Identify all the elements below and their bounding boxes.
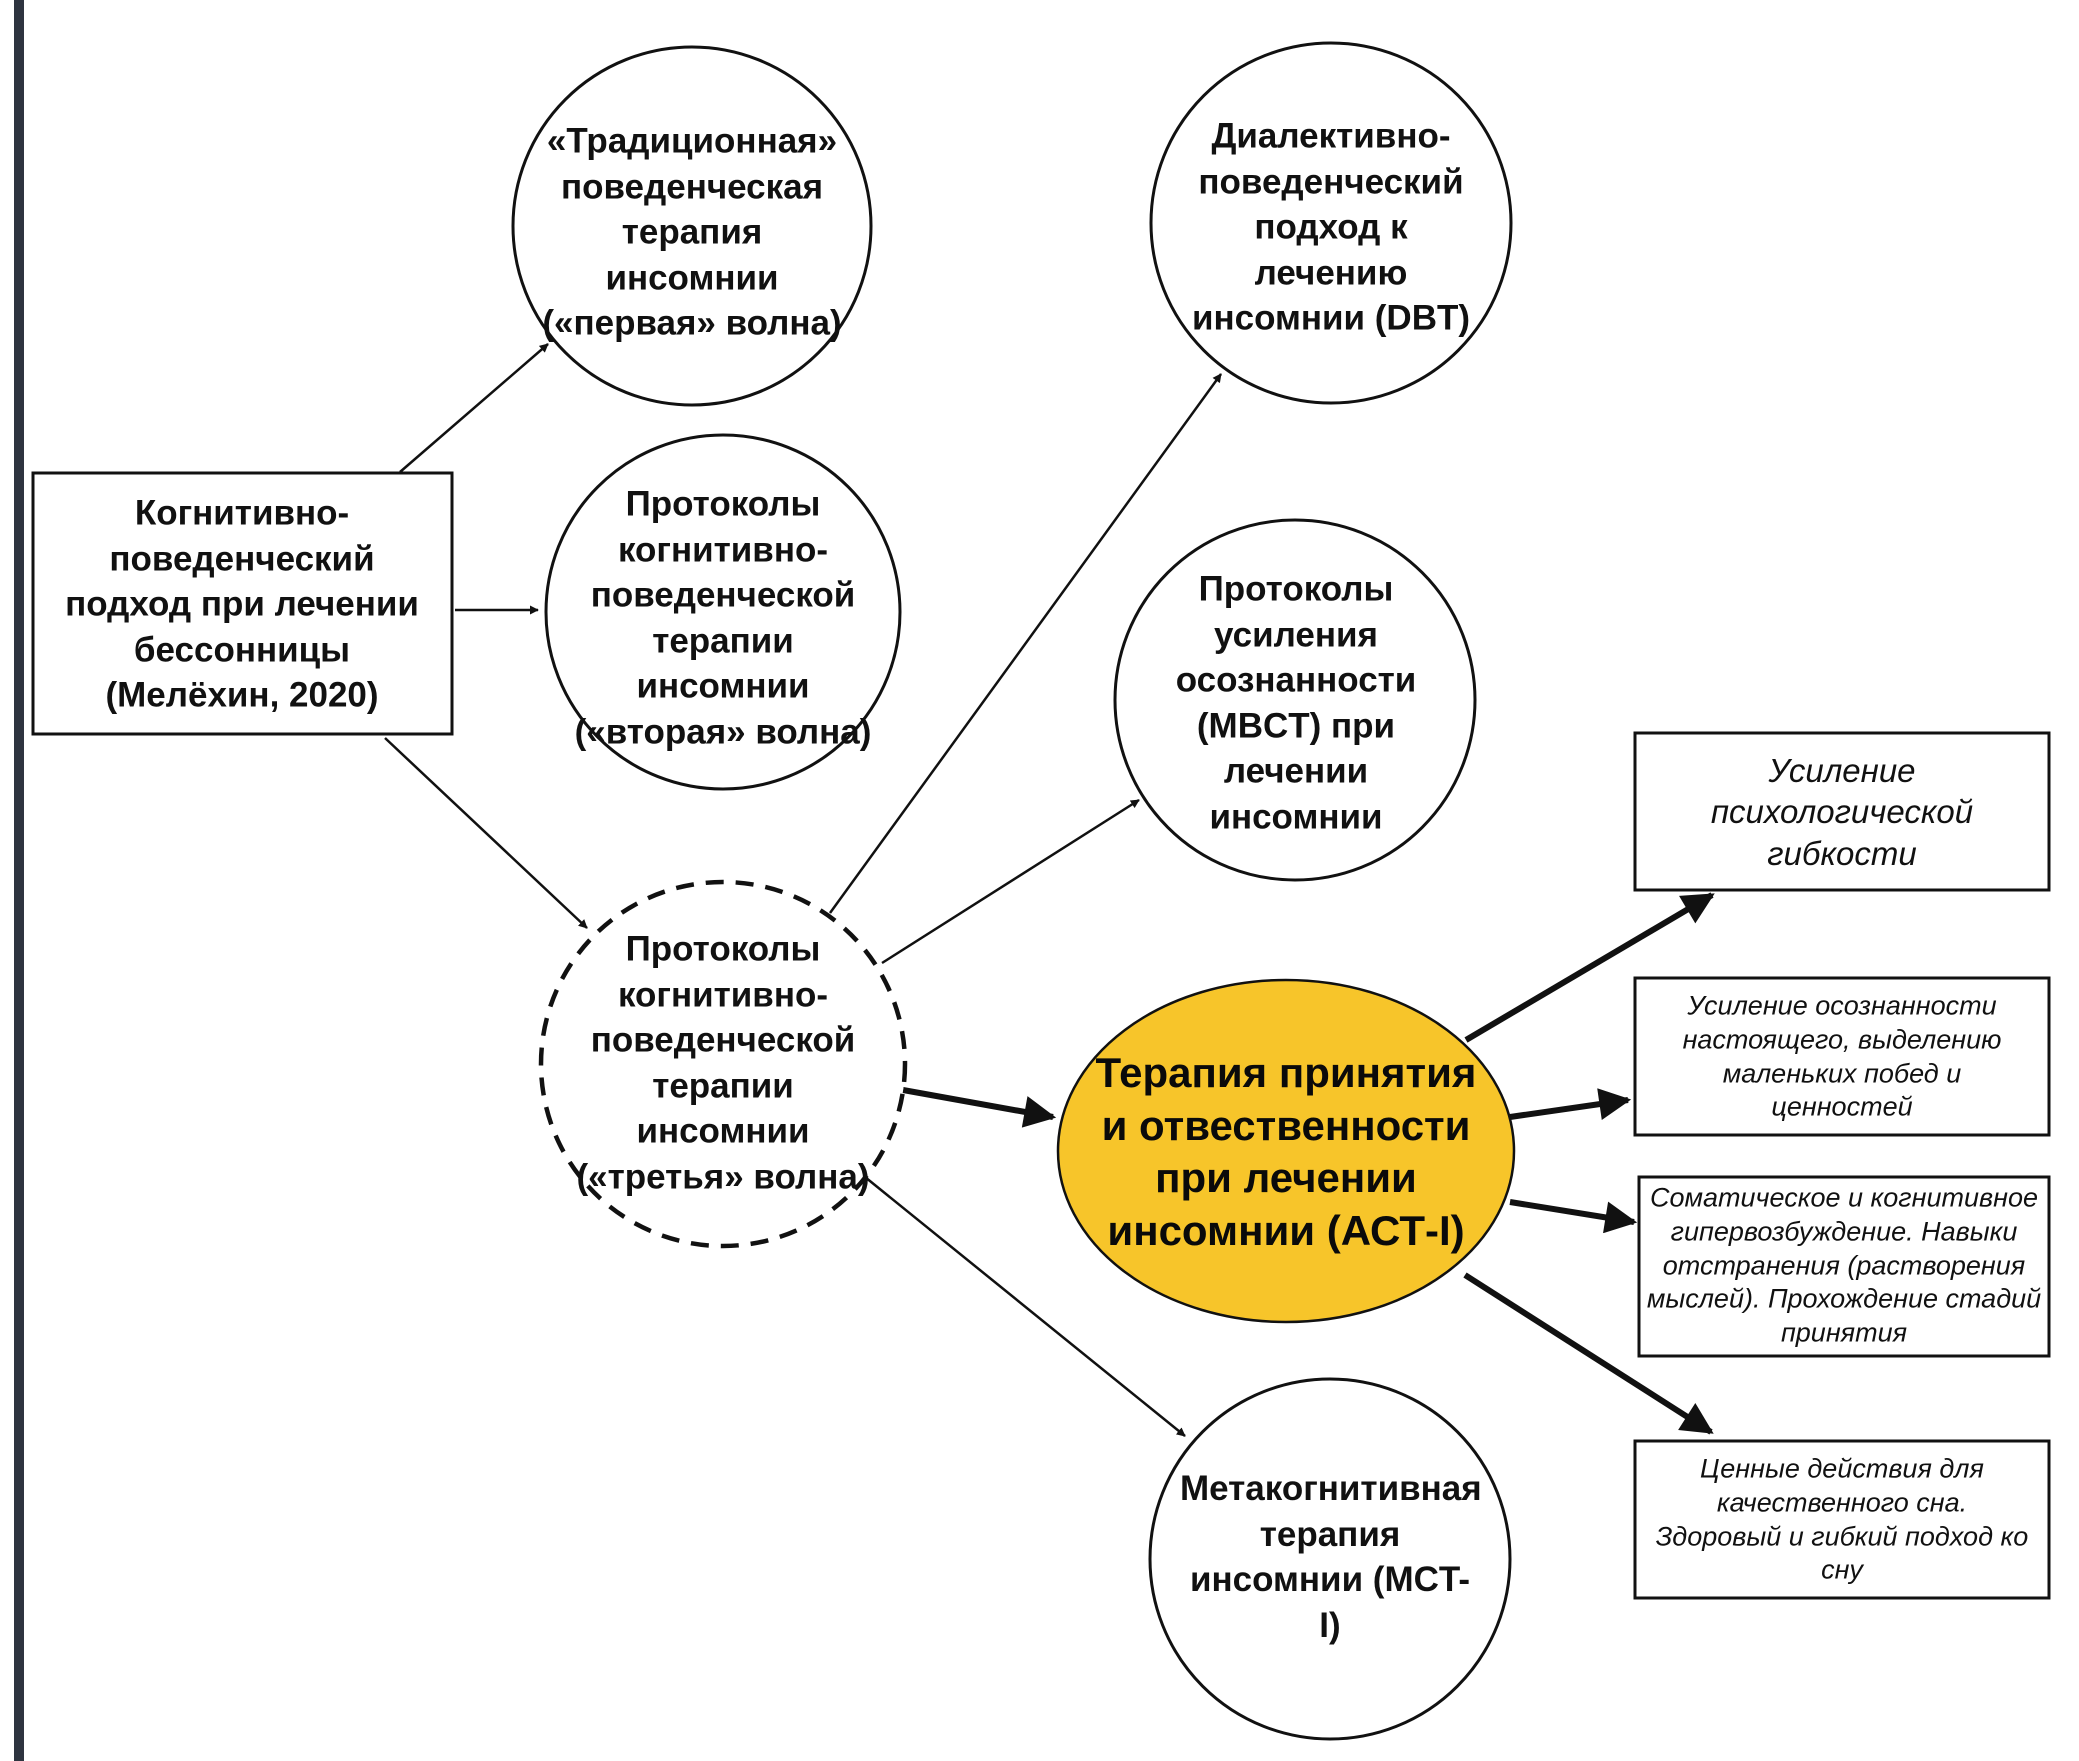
out-flexibility-box	[1633, 731, 2051, 892]
out-arousal-box	[1637, 1175, 2051, 1358]
act-ellipse	[1056, 978, 1516, 1324]
root-label: Когнитивно-поведенческий подход при лече…	[65, 493, 419, 715]
mbct-label: Протоколы усиления осознанности (MBCT) п…	[1175, 569, 1417, 837]
out-mindfulness-label: Усиление осознанности настоящего, выделе…	[1682, 990, 2002, 1122]
arrow-root-to-third-wave	[384, 737, 588, 929]
second-wave-label: Протоколы когнитивно-поведенческой терап…	[574, 484, 872, 752]
mct-label: Метакогнитивная терапия инсомнии (MCT-I)	[1180, 1469, 1482, 1645]
third-wave-circle	[538, 879, 908, 1249]
out-flexibility-label: Усиление психологической гибкости	[1710, 752, 1974, 872]
out-actions-box	[1633, 1439, 2051, 1600]
mct-circle	[1148, 1377, 1512, 1741]
arrow-third-to-mct	[864, 1176, 1186, 1437]
dbt-circle	[1149, 41, 1513, 405]
arrow-root-to-first-wave	[399, 343, 549, 473]
arrow-third-to-mbct	[881, 798, 1140, 965]
first-wave-circle	[511, 45, 873, 407]
arrow-act-to-actions	[1463, 1272, 1714, 1435]
thick-connectors	[902, 892, 1715, 1435]
out-mindfulness-box	[1633, 976, 2051, 1137]
dbt-label: Диалективно-поведенческий подход к лечен…	[1191, 116, 1471, 338]
thin-connectors	[384, 343, 1223, 1437]
arrow-act-to-arousal	[1509, 1199, 1638, 1234]
arrow-third-to-dbt	[828, 373, 1223, 914]
arrow-act-to-mindfulness	[1509, 1088, 1632, 1120]
first-wave-label: «Традиционная» поведенческая терапия инс…	[542, 121, 842, 343]
second-wave-circle	[544, 433, 902, 791]
mbct-circle	[1113, 518, 1477, 882]
root-box	[31, 471, 454, 736]
act-label: Терапия принятия и отвественности при ле…	[1095, 1049, 1477, 1254]
third-wave-label: Протоколы когнитивно-поведенческой терап…	[576, 929, 870, 1197]
arrow-act-to-flexibility	[1464, 892, 1715, 1043]
left-edge-bar	[14, 0, 24, 1761]
arrow-third-to-act	[902, 1087, 1057, 1128]
out-arousal-label: Соматическое и когнитивное гипервозбужде…	[1646, 1182, 2042, 1348]
out-actions-label: Ценные действия для качественного сна. З…	[1655, 1453, 2029, 1585]
